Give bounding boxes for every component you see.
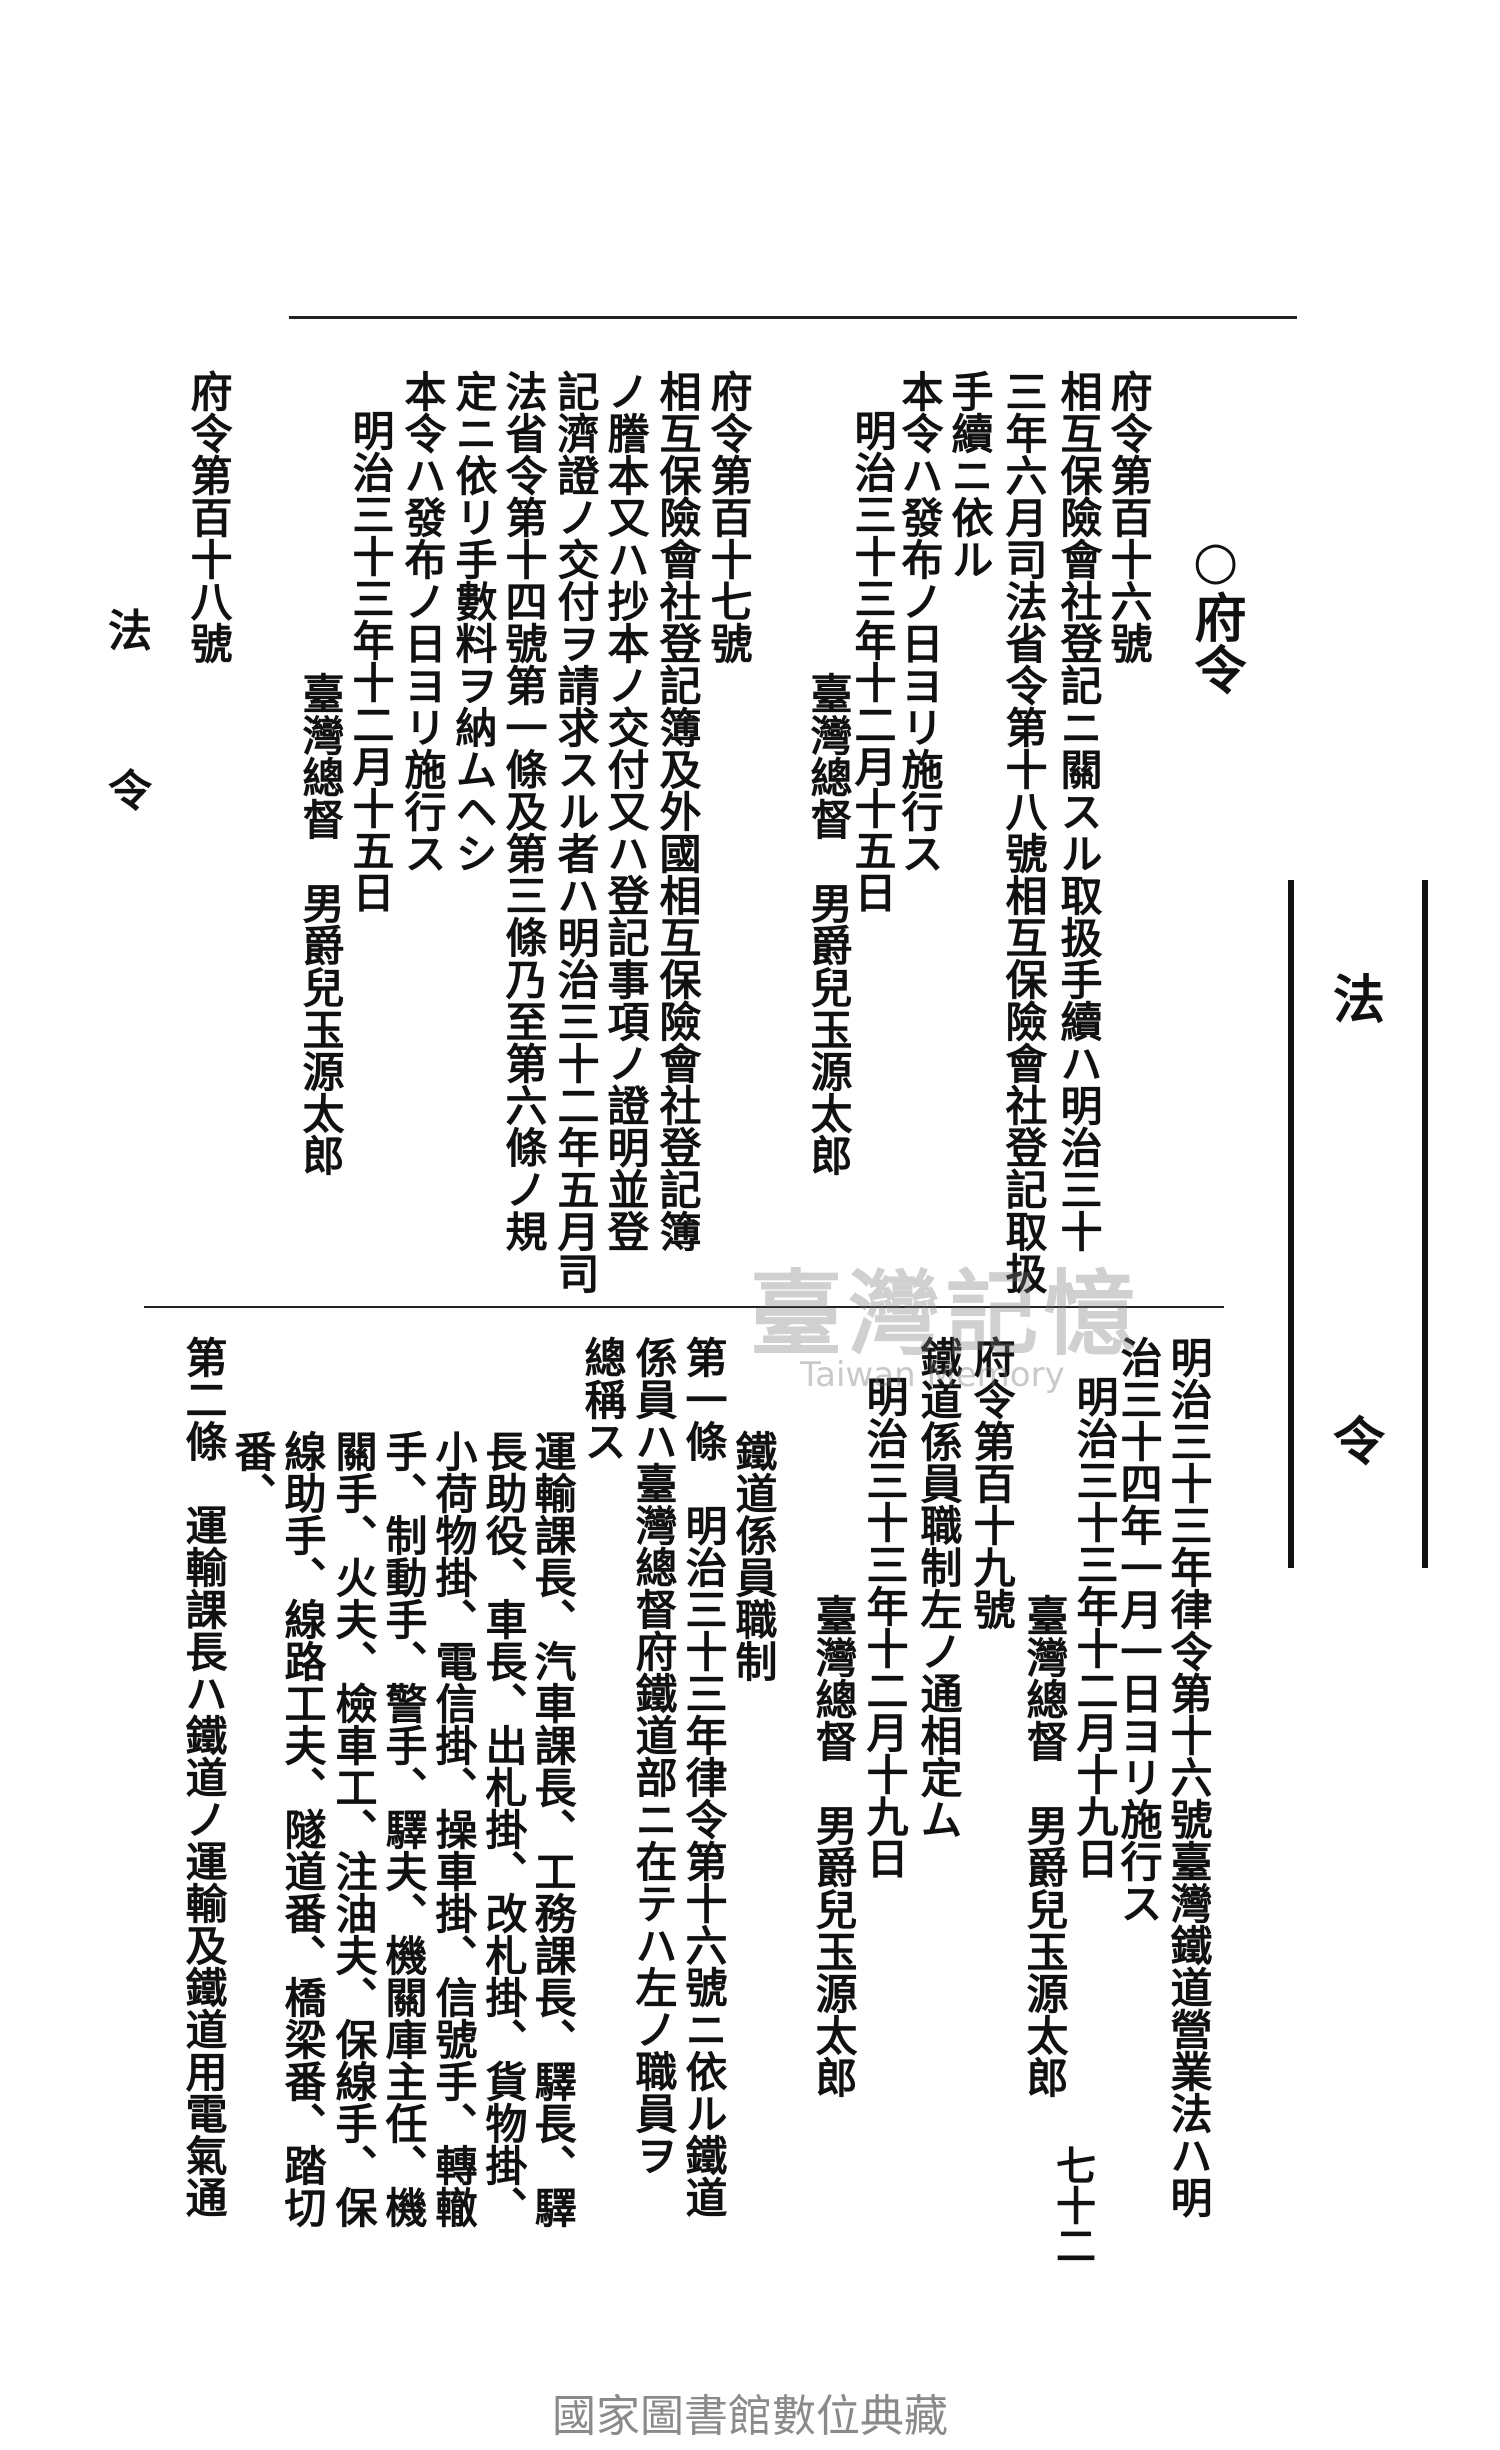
section-header: ○府令 [1185, 530, 1246, 695]
upper-text-column-16: 臺灣總督 男爵兒玉源太郎 [296, 672, 345, 1176]
lower-text-column-15: 小荷物掛、電信掛、操車掛、信號手、轉轍 [429, 1430, 478, 2228]
lower-text-column-4: 臺灣總督 男爵兒玉源太郎 [1020, 1594, 1069, 2098]
upper-text-column-6: 明治三十三年十二月十五日 [848, 409, 897, 913]
watermark-logo: 臺灣記憶 [750, 1260, 1143, 1368]
upper-text-column-9: 相互保險會社登記簿及外國相互保險會社登記簿 [653, 370, 702, 1252]
upper-text-column-17: 府令第百十八號 [184, 370, 233, 664]
side-header-char-1: 法 [1333, 970, 1386, 1031]
lower-text-column-10: 第一條 明治三十三年律令第十六號ニ依ル鐵道 [679, 1336, 728, 2218]
lower-text-column-7: 明治三十三年十二月十九日 [860, 1375, 909, 1879]
lower-rule [144, 1306, 1224, 1308]
left-header-char-2: 令 [108, 766, 152, 817]
lower-text-column-8: 臺灣總督 男爵兒玉源太郎 [809, 1594, 858, 2098]
footer-credit: 國家圖書館數位典藏 [552, 2391, 948, 2442]
upper-text-column-7: 臺灣總督 男爵兒玉源太郎 [804, 672, 853, 1176]
upper-rule [289, 316, 1297, 319]
page-number: 七十二 [1049, 2145, 1096, 2265]
upper-text-column-3: 三年六月司法省令第十八號相互保險會社登記取扱 [999, 370, 1048, 1294]
upper-text-column-4: 手續ニ依ル [945, 370, 994, 580]
lower-text-column-2: 治三十四年一月一日ヨリ施行ス [1114, 1336, 1163, 1924]
upper-text-column-10: ノ謄本又ハ抄本ノ交付又ハ登記事項ノ證明並登 [601, 370, 650, 1252]
lower-text-column-16: 手、制動手、警手、驛夫、機關庫主任、機 [379, 1430, 428, 2228]
upper-text-column-8: 府令第百十七號 [704, 370, 753, 664]
lower-text-column-18: 線助手、線路工夫、隧道番、橋梁番、踏切 [278, 1430, 327, 2228]
lower-text-column-3: 明治三十三年十二月十九日 [1070, 1375, 1119, 1879]
side-header-char-2: 令 [1333, 1412, 1386, 1473]
watermark-subtitle: Taiwan Memory [800, 1355, 1065, 1395]
side-header-line-left [1288, 880, 1294, 1568]
upper-text-column-15: 明治三十三年十二月十五日 [346, 409, 395, 913]
upper-text-column-5: 本令ハ發布ノ日ヨリ施行ス [895, 370, 944, 874]
lower-text-column-17: 關手、火夫、檢車工、注油夫、保線手、保 [329, 1430, 378, 2228]
side-header-line-right [1422, 880, 1428, 1568]
lower-text-column-13: 運輸課長、汽車課長、工務課長、驛長、驛 [528, 1430, 577, 2228]
lower-text-column-14: 長助役、車長、出札掛、改札掛、貨物掛、 [479, 1430, 528, 2228]
upper-text-column-11: 記濟證ノ交付ヲ請求スル者ハ明治三十二年五月司 [551, 370, 600, 1294]
upper-text-column-1: 府令第百十六號 [1104, 370, 1153, 664]
upper-text-column-13: 定ニ依リ手數料ヲ納ムヘシ [449, 370, 498, 874]
lower-text-column-19: 番、 [228, 1430, 277, 1514]
upper-text-column-14: 本令ハ發布ノ日ヨリ施行ス [398, 370, 447, 874]
left-header-char-1: 法 [108, 606, 152, 657]
upper-text-column-12: 法省令第十四號第一條及第三條乃至第六條ノ規 [499, 370, 548, 1252]
lower-text-column-11: 係員ハ臺灣總督府鐵道部ニ在テハ左ノ職員ヲ [629, 1336, 678, 2176]
upper-text-column-2: 相互保險會社登記ニ關スル取扱手續ハ明治三十 [1054, 370, 1103, 1252]
lower-text-column-6: 鐵道係員職制左ノ通相定ム [914, 1336, 963, 1840]
lower-text-column-5: 府令第百十九號 [967, 1336, 1016, 1630]
lower-text-column-9: 鐵道係員職制 [729, 1430, 778, 1682]
lower-text-column-12: 總稱ス [578, 1336, 627, 1462]
lower-text-column-1: 明治三十三年律令第十六號臺灣鐵道營業法ハ明 [1164, 1336, 1213, 2218]
lower-text-column-20: 第二條 運輸課長ハ鐵道ノ運輸及鐵道用電氣通 [179, 1336, 228, 2218]
